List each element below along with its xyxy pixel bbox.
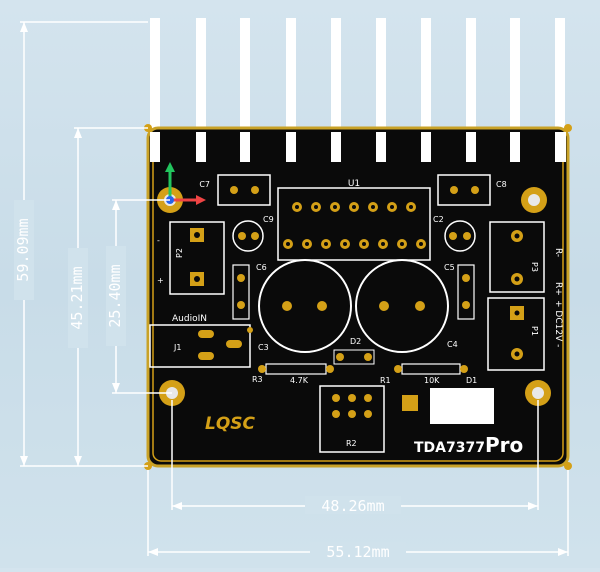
diode-d1: D1	[402, 376, 494, 424]
svg-text:25.40mm: 25.40mm	[106, 264, 124, 327]
svg-text:P1: P1	[530, 326, 539, 336]
dimension-lines	[20, 21, 569, 556]
cap-large-right	[355, 259, 449, 353]
brand-logo: LQSC	[205, 414, 256, 434]
cap-c6: C6	[232, 263, 267, 320]
connector-p3: P3 R- R+	[489, 221, 563, 296]
dimension-labels: 59.09mm 45.21mm 25.40mm 48.26mm 55.12mm	[14, 200, 406, 561]
cap-c5: C5	[444, 263, 475, 320]
svg-text:R3: R3	[252, 375, 263, 384]
audio-jack-j1: AudioIN J1	[149, 314, 251, 368]
cap-c9: C9	[232, 215, 274, 252]
svg-text:C9: C9	[263, 215, 274, 224]
connector-p2: P2 + -	[157, 221, 225, 295]
svg-text:U1: U1	[348, 179, 360, 189]
heatsink	[150, 18, 565, 133]
axis-gizmo	[165, 162, 206, 205]
cap-large-left	[258, 259, 352, 353]
svg-text:C6: C6	[256, 263, 267, 272]
svg-text:C4: C4	[447, 340, 458, 349]
dimension-arrows	[20, 22, 568, 556]
cap-c7: C7	[199, 174, 271, 206]
ic-u1: U1	[277, 179, 431, 261]
svg-text:C5: C5	[444, 263, 455, 272]
svg-text:D2: D2	[350, 337, 361, 346]
svg-text:R+: R+	[553, 282, 563, 296]
svg-text:59.09mm: 59.09mm	[14, 218, 32, 281]
svg-text:10K: 10K	[424, 376, 440, 385]
svg-text:-: -	[157, 236, 160, 245]
diode-d2: D2	[333, 337, 375, 365]
svg-text:48.26mm: 48.26mm	[321, 497, 384, 515]
svg-text:+ DC12V -: + DC12V -	[553, 300, 563, 347]
svg-text:P2: P2	[175, 248, 184, 258]
resistor-10k: 10K	[394, 363, 468, 385]
svg-text:C3: C3	[258, 343, 269, 352]
svg-text:R2: R2	[346, 439, 357, 448]
svg-text:4.7K: 4.7K	[290, 376, 309, 385]
cap-c8: C8	[437, 174, 507, 206]
corner-marks	[144, 124, 572, 470]
svg-text:C2: C2	[433, 215, 444, 224]
svg-text:D1: D1	[466, 376, 477, 385]
pcb-board	[146, 126, 570, 468]
svg-text:55.12mm: 55.12mm	[326, 543, 389, 561]
svg-text:C8: C8	[496, 180, 507, 189]
svg-text:+: +	[157, 276, 164, 285]
connector-p1: P1 + DC12V -	[487, 297, 563, 371]
svg-text:J1: J1	[173, 343, 181, 352]
svg-text:AudioIN: AudioIN	[172, 314, 207, 324]
svg-text:P3: P3	[530, 262, 539, 272]
resistor-r3: R3 4.7K	[252, 363, 334, 385]
mounting-holes	[157, 187, 551, 406]
cap-c3: C3	[247, 327, 269, 352]
potentiometer-r2: R1 R2	[319, 376, 391, 453]
svg-text:R-: R-	[553, 248, 563, 257]
board-title: TDA7377Pro	[414, 433, 523, 457]
svg-text:45.21mm: 45.21mm	[68, 266, 86, 329]
cap-c4: C4	[447, 340, 458, 349]
cap-c2: C2	[433, 215, 476, 252]
svg-text:C7: C7	[199, 180, 210, 189]
svg-text:R1: R1	[380, 376, 391, 385]
